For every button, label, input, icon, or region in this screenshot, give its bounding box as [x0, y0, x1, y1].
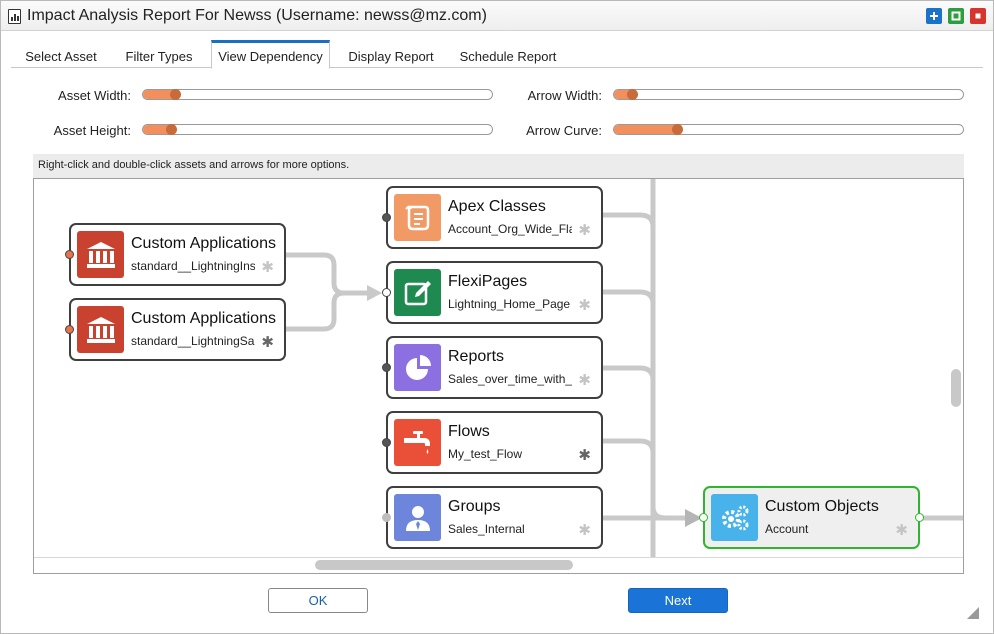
tab-schedule-report[interactable]: Schedule Report: [459, 49, 557, 64]
asset-node-groups[interactable]: Groups Sales_Internal ✱: [382, 486, 603, 549]
arrow-app1-to-flexipages: [282, 252, 377, 296]
input-port[interactable]: [382, 363, 391, 372]
asset-name: Sales_Internal: [448, 522, 525, 536]
asset-width-slider[interactable]: [142, 89, 493, 100]
arrow-app2-to-flexipages: [282, 290, 377, 332]
asterisk-icon: ✱: [261, 259, 274, 276]
close-icon: [975, 13, 981, 19]
asset-name: Account_Org_Wide_Flag: [448, 222, 572, 236]
user-group-icon: [394, 494, 441, 541]
arrow-curve-slider[interactable]: [613, 124, 964, 135]
asset-type: Custom Objects: [765, 498, 879, 515]
tab-display-report[interactable]: Display Report: [348, 49, 434, 64]
asterisk-icon: ✱: [578, 222, 591, 239]
asset-node-reports[interactable]: Reports Sales_over_time_with_channel ✱: [382, 336, 603, 399]
asterisk-icon: ✱: [578, 447, 591, 464]
asset-name: Sales_over_time_with_channel: [448, 372, 572, 386]
asset-node-custom-app-2[interactable]: Custom Applications standard__LightningS…: [65, 298, 286, 361]
horizontal-scrollbar[interactable]: [315, 560, 573, 570]
slider-knob[interactable]: [672, 124, 683, 135]
asset-type: Reports: [448, 348, 505, 365]
tab-select-asset[interactable]: Select Asset: [25, 49, 97, 64]
asset-type: Custom Applications: [131, 235, 276, 252]
input-port[interactable]: [382, 288, 391, 297]
title-bar: Impact Analysis Report For Newss (Userna…: [1, 1, 993, 31]
asset-type: Flows: [448, 423, 490, 440]
asset-node-flexipages[interactable]: FlexiPages Lightning_Home_Page ✱: [382, 261, 603, 324]
slider-knob[interactable]: [166, 124, 177, 135]
maximize-button[interactable]: [926, 8, 942, 24]
pie-chart-icon: [394, 344, 441, 391]
asset-name: Account: [765, 522, 809, 536]
asset-name: My_test_Flow: [448, 447, 523, 461]
asset-name: Lightning_Home_Page: [448, 297, 571, 311]
tab-view-dependency[interactable]: View Dependency: [211, 40, 330, 69]
arrowhead: [685, 509, 702, 527]
arrowhead: [367, 285, 382, 301]
input-port[interactable]: [382, 438, 391, 447]
scroll-icon: [394, 194, 441, 241]
hint-bar: Right-click and double-click assets and …: [33, 154, 964, 178]
asset-type: Groups: [448, 498, 501, 515]
asset-type: Apex Classes: [448, 198, 546, 215]
bank-icon: [77, 306, 124, 353]
slider-knob[interactable]: [627, 89, 638, 100]
input-port[interactable]: [382, 213, 391, 222]
slider-knob[interactable]: [170, 89, 181, 100]
arrow-flows-to-trunk: [599, 438, 656, 456]
report-icon: [8, 9, 21, 24]
input-port[interactable]: [699, 513, 708, 522]
asset-type: FlexiPages: [448, 273, 528, 290]
input-port[interactable]: [382, 513, 391, 522]
vertical-scrollbar[interactable]: [951, 369, 961, 407]
asterisk-icon: ✱: [578, 297, 591, 314]
bank-icon: [77, 231, 124, 278]
asset-type: Custom Applications: [131, 310, 276, 327]
asterisk-icon: ✱: [578, 372, 591, 389]
arrow-width-label: Arrow Width:: [527, 88, 602, 103]
square-icon: [951, 11, 961, 21]
asterisk-icon: ✱: [895, 522, 908, 539]
asset-node-custom-objects[interactable]: Custom Objects Account ✱: [699, 486, 924, 549]
input-port[interactable]: [65, 325, 74, 334]
asterisk-icon: ✱: [261, 334, 274, 351]
arrow-apex-to-trunk: [599, 212, 656, 230]
output-port[interactable]: [915, 513, 924, 522]
asset-width-label: Asset Width:: [58, 88, 131, 103]
arrow-reports-to-trunk: [599, 365, 656, 383]
input-port[interactable]: [65, 250, 74, 259]
next-button[interactable]: Next: [628, 588, 728, 613]
ok-button[interactable]: OK: [268, 588, 368, 613]
close-button[interactable]: [970, 8, 986, 24]
resize-grip[interactable]: [967, 607, 979, 619]
arrow-width-slider[interactable]: [613, 89, 964, 100]
gears-icon: [711, 494, 758, 541]
asset-name: standard__LightningInstrumentation: [131, 259, 255, 273]
asterisk-icon: ✱: [578, 522, 591, 539]
arrow-trunk-to-objects: [650, 504, 692, 521]
asset-height-slider[interactable]: [142, 124, 493, 135]
window-title: Impact Analysis Report For Newss (Userna…: [27, 7, 487, 24]
tab-filter-types[interactable]: Filter Types: [125, 49, 193, 64]
arrow-flexipages-to-trunk: [599, 289, 656, 307]
plus-icon: [930, 12, 938, 20]
dependency-arrows: [282, 179, 963, 559]
tab-bar: Select Asset Filter Types View Dependenc…: [11, 40, 983, 69]
arrow-curve-label: Arrow Curve:: [526, 123, 602, 138]
asset-name: standard__LightningSales: [131, 334, 255, 348]
asset-height-label: Asset Height:: [53, 123, 131, 138]
asset-node-flows[interactable]: Flows My_test_Flow ✱: [382, 411, 603, 474]
restore-button[interactable]: [948, 8, 964, 24]
dependency-canvas[interactable]: Custom Applications standard__LightningI…: [33, 178, 964, 574]
faucet-icon: [394, 419, 441, 466]
edit-icon: [394, 269, 441, 316]
asset-node-custom-app-1[interactable]: Custom Applications standard__LightningI…: [65, 223, 286, 286]
asset-node-apex-classes[interactable]: Apex Classes Account_Org_Wide_Flag ✱: [382, 186, 603, 249]
